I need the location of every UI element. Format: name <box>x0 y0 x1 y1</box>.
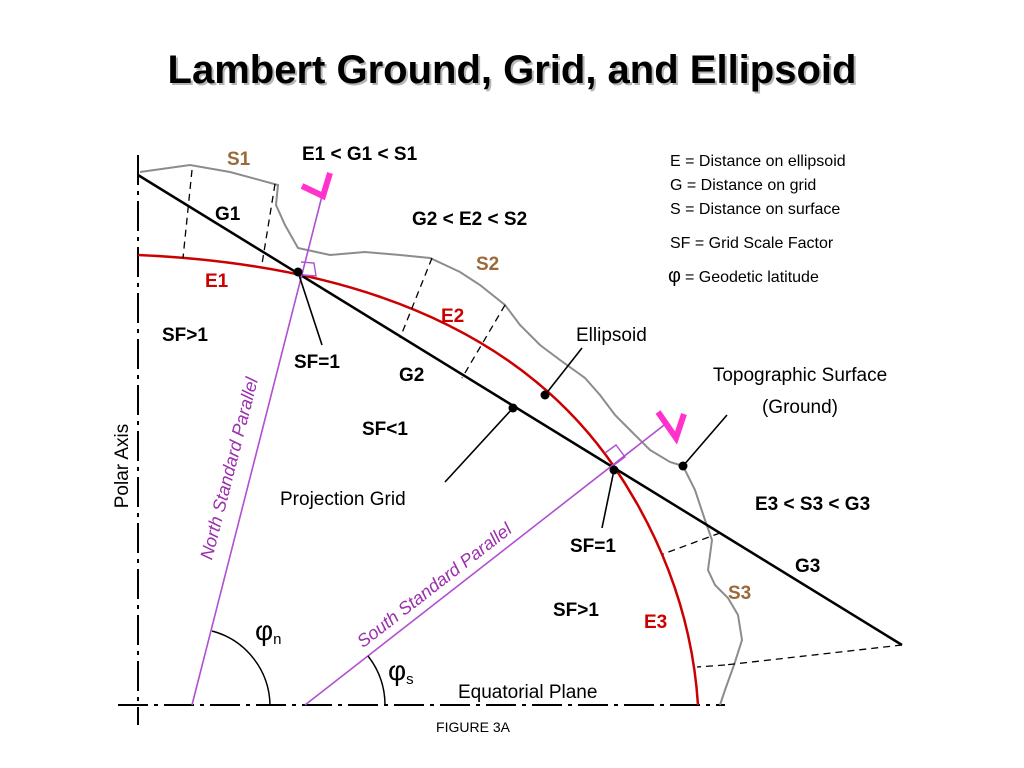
label-g2: G2 <box>399 365 424 386</box>
callout-polar-axis: Polar Axis <box>112 424 133 508</box>
callout-equatorial-plane: Equatorial Plane <box>458 682 597 703</box>
phi-s-angle-arc <box>367 655 386 706</box>
label-sf-gt1-bottom: SF>1 <box>553 600 599 621</box>
south-standard-parallel-line <box>304 421 669 706</box>
callout-ellipsoid: Ellipsoid <box>576 325 647 346</box>
legend-line-g: G = Distance on grid <box>670 177 816 194</box>
legend: E = Distance on ellipsoid G = Distance o… <box>668 153 846 287</box>
label-sf-eq1-north: SF=1 <box>294 352 340 373</box>
topographic-surface-curve <box>139 163 744 706</box>
legend-phi-symbol: φ <box>668 265 681 287</box>
label-e3: E3 <box>644 612 667 633</box>
label-g1: G1 <box>215 204 241 225</box>
projection-grid-line <box>137 173 903 647</box>
phi-n-symbol: φ <box>255 615 273 646</box>
legend-line-e: E = Distance on ellipsoid <box>670 153 846 170</box>
label-g3: G3 <box>795 556 820 577</box>
phi-n-angle-arc <box>211 630 271 706</box>
relation-r3: E3 < S3 < G3 <box>755 494 870 515</box>
legend-line-sf: SF = Grid Scale Factor <box>670 235 834 252</box>
ellipsoid-curve <box>137 253 700 706</box>
south-right-angle-marker <box>604 444 626 466</box>
label-e1: E1 <box>205 271 229 292</box>
label-s2: S2 <box>476 254 499 275</box>
south-parallel-arrow-icon <box>655 410 687 445</box>
callout-ground: (Ground) <box>762 397 838 418</box>
relation-r2: G2 < E2 < S2 <box>412 209 527 230</box>
label-sf-gt1-top: SF>1 <box>162 325 208 346</box>
segment-boundaries <box>182 169 903 668</box>
phi-n-subscript: n <box>273 631 281 648</box>
callout-leaders <box>297 271 728 529</box>
angle-phi-n: φn <box>255 615 282 648</box>
label-sf-eq1-south: SF=1 <box>570 536 616 557</box>
north-standard-parallel-line <box>191 191 324 706</box>
figure-caption: FIGURE 3A <box>436 719 511 735</box>
label-s3: S3 <box>728 583 751 604</box>
label-s1: S1 <box>227 149 251 170</box>
intersection-points <box>293 267 688 475</box>
label-e2: E2 <box>441 306 464 327</box>
relation-r1: E1 < G1 < S1 <box>302 144 418 165</box>
legend-line-s: S = Distance on surface <box>670 201 840 218</box>
callout-topographic-surface: Topographic Surface <box>713 365 887 386</box>
label-sf-lt1: SF<1 <box>362 419 408 440</box>
angle-phi-s: φs <box>388 655 414 688</box>
phi-s-symbol: φ <box>388 655 406 686</box>
callout-projection-grid: Projection Grid <box>280 489 406 510</box>
phi-s-subscript: s <box>406 671 414 688</box>
legend-phi-text: = Geodetic latitude <box>685 269 819 286</box>
legend-line-phi: φ= Geodetic latitude <box>668 265 819 287</box>
callout-south-standard-parallel: South Standard Parallel <box>353 518 516 651</box>
north-right-angle-marker <box>300 261 317 277</box>
north-parallel-arrow-icon <box>300 172 333 201</box>
slide-title: Lambert Ground, Grid, and Ellipsoid <box>167 48 857 92</box>
